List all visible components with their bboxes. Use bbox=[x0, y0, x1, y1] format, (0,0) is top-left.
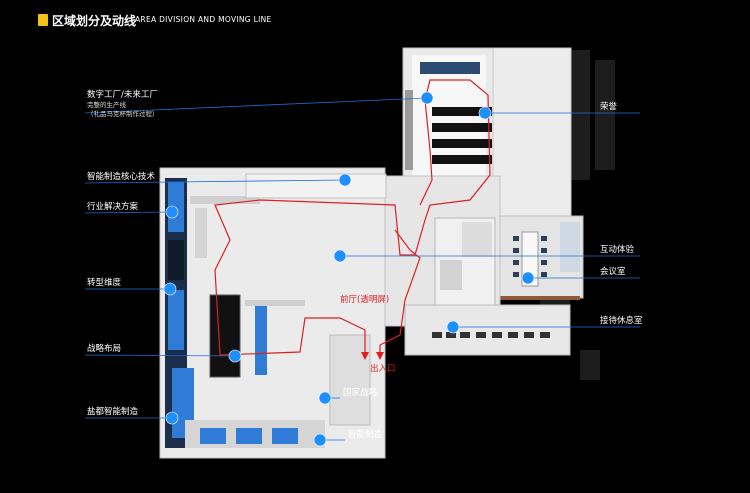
label-smart-manufacturing: 智能制造 bbox=[348, 430, 383, 440]
reception-area bbox=[404, 304, 571, 356]
folder-icon bbox=[38, 14, 48, 26]
label-national-strategy: 国家战略 bbox=[343, 388, 378, 398]
left-hall bbox=[159, 167, 386, 459]
label-interactive: 互动体验 bbox=[600, 245, 635, 255]
label-industry-solutions: 行业解决方案 bbox=[87, 202, 139, 212]
label-digital-sub-1: 完整的生产线 bbox=[87, 101, 126, 109]
label-yancheng: 盐都智能制造 bbox=[87, 407, 139, 417]
label-meeting-room: 会议室 bbox=[600, 267, 626, 277]
label-reception: 接待休息室 bbox=[600, 316, 643, 326]
title-cn: 区域划分及动线 bbox=[52, 14, 137, 28]
meeting-wing bbox=[496, 215, 584, 300]
label-honor: 荣誉 bbox=[600, 102, 618, 112]
label-front-hall: 前厅(透明屏) bbox=[340, 295, 390, 305]
label-strategy: 战略布局 bbox=[87, 344, 122, 354]
title-en: AREA DIVISION AND MOVING LINE bbox=[135, 15, 272, 24]
leader-lines bbox=[84, 97, 640, 441]
entrance-arrow bbox=[361, 352, 369, 360]
route-loop bbox=[379, 229, 421, 346]
label-transformation: 转型维度 bbox=[87, 278, 122, 288]
label-entrance: 出入口 bbox=[370, 364, 396, 374]
entrance-arrow-2 bbox=[376, 352, 384, 360]
top-strip bbox=[245, 173, 387, 199]
label-digital-sub-2: （礼品马克杯制作过程） bbox=[87, 110, 159, 118]
label-core-tech: 智能制造核心技术 bbox=[87, 172, 156, 182]
label-digital-factory: 数字工厂/未来工厂 bbox=[87, 90, 158, 100]
moving-route bbox=[214, 79, 491, 356]
area-markers bbox=[163, 91, 535, 447]
